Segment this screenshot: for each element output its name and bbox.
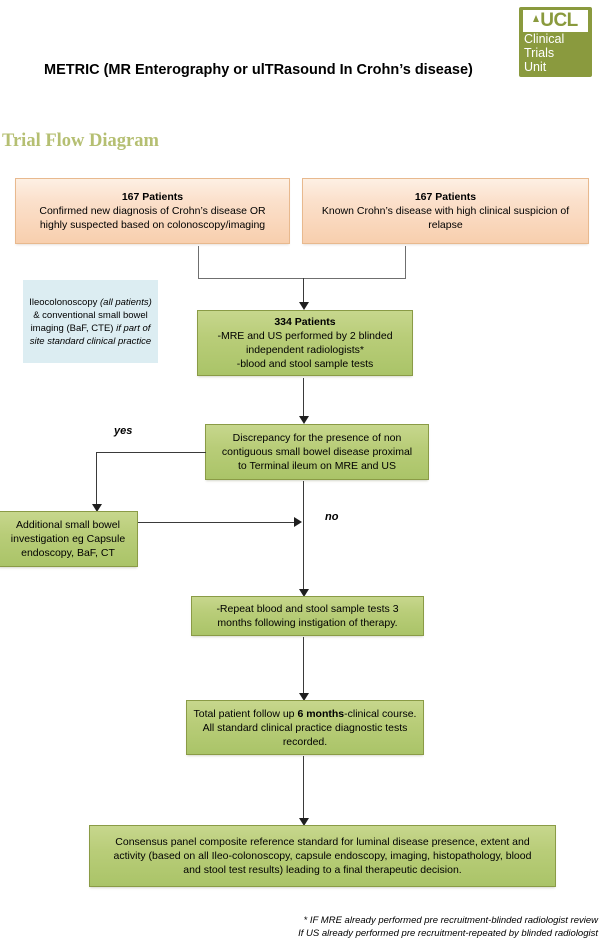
connector-followup-to-consensus: [303, 756, 304, 819]
branch-label-yes: yes: [114, 425, 133, 437]
node-repeat-tests: -Repeat blood and stool sample tests 3 m…: [191, 596, 424, 636]
discrepancy-line-1: Discrepancy for the presence of non: [232, 432, 402, 444]
connector-merge-to-combined: [303, 278, 304, 303]
arrowhead-to-followup: [299, 693, 309, 701]
arrowhead-to-repeat-tests: [299, 589, 309, 597]
ucl-wordmark-text: UCL: [540, 10, 578, 31]
cohort-known-line-2: relapse: [428, 219, 463, 231]
node-cohort-new-diagnosis: 167 Patients Confirmed new diagnosis of …: [15, 178, 290, 244]
footnote: * IF MRE already performed pre recruitme…: [178, 914, 598, 940]
connector-additional-rejoin: [138, 522, 295, 523]
repeat-tests-line-2: months following instigation of therapy.: [217, 617, 398, 629]
discrepancy-line-2: contiguous small bowel disease proximal: [221, 446, 413, 458]
connector-yes-vertical: [96, 452, 97, 506]
node-334-patients: 334 Patients -MRE and US performed by 2 …: [197, 310, 413, 376]
discrepancy-line-3: to Terminal ileum on MRE and US: [238, 460, 396, 472]
connector-combined-to-discrepancy: [303, 378, 304, 417]
cohort-new-heading: 167 Patients: [121, 191, 184, 203]
follow-up-text-part-1: Total patient follow up: [193, 707, 298, 720]
ileocolonoscopy-text-part-4: if part of site standard clinical practi…: [29, 322, 152, 347]
ucl-subtitle-line-1: Clinical: [524, 32, 565, 46]
connector-yes-horizontal: [96, 452, 206, 453]
follow-up-text: Total patient follow up 6 months-clinica…: [193, 707, 417, 749]
ileocolonoscopy-text-part-1: Ileocolonoscopy: [29, 296, 101, 308]
footnote-line-2: If US already performed pre recruitment-…: [298, 928, 598, 939]
ucl-subtitle-line-3: Unit: [524, 60, 547, 74]
combined-line-2: -blood and stool sample tests: [236, 358, 374, 370]
follow-up-text-part-3: -clinical course. All standard clinical …: [202, 707, 417, 748]
combined-line-1: -MRE and US performed by 2 blinded indep…: [217, 330, 393, 356]
node-consensus-panel: Consensus panel composite reference stan…: [89, 825, 556, 887]
connector-repeat-to-followup: [303, 637, 304, 694]
additional-investigation-line-1: Additional small bowel: [16, 519, 120, 531]
arrowhead-to-additional-investigation: [92, 504, 102, 512]
arrowhead-to-consensus: [299, 818, 309, 826]
ucl-logo: UCL Clinical Trials Unit: [519, 7, 592, 77]
consensus-line-1: Consensus panel composite reference stan…: [115, 836, 530, 848]
cohort-known-line-1: Known Crohn’s disease with high clinical…: [321, 205, 570, 217]
connector-cohort-new-down: [198, 246, 199, 279]
ileocolonoscopy-text-part-3: & conventional small bowel imaging (BaF,…: [30, 309, 148, 334]
node-total-follow-up: Total patient follow up 6 months-clinica…: [186, 700, 424, 755]
additional-investigation-line-3: endoscopy, BaF, CT: [21, 547, 115, 559]
ileocolonoscopy-text: Ileocolonoscopy (all patients) & convent…: [29, 296, 152, 348]
arrowhead-rejoin-trunk: [294, 517, 302, 527]
footnote-line-1: * IF MRE already performed pre recruitme…: [303, 915, 598, 926]
node-cohort-known-disease: 167 Patients Known Crohn’s disease with …: [302, 178, 589, 244]
node-ileocolonoscopy: Ileocolonoscopy (all patients) & convent…: [23, 280, 158, 363]
cohort-known-heading: 167 Patients: [414, 191, 477, 203]
ucl-wordmark: UCL: [523, 10, 588, 32]
page-title: METRIC (MR Enterography or ulTRasound In…: [44, 62, 473, 78]
node-additional-investigation: Additional small bowel investigation eg …: [0, 511, 138, 567]
ucl-subtitle-line-2: Trials: [524, 46, 555, 60]
arrowhead-to-combined: [299, 302, 309, 310]
arrowhead-to-discrepancy: [299, 416, 309, 424]
ucl-subtitle: Clinical Trials Unit: [524, 32, 564, 74]
combined-heading: 334 Patients: [274, 316, 336, 328]
connector-no-vertical: [303, 481, 304, 591]
cohort-new-line-1: Confirmed new diagnosis of Crohn’s disea…: [39, 205, 266, 217]
cohort-new-line-2: highly suspected based on colonoscopy/im…: [39, 219, 266, 231]
node-discrepancy-decision: Discrepancy for the presence of non cont…: [205, 424, 429, 480]
consensus-line-3: and stool test results) leading to a fin…: [183, 864, 462, 876]
connector-merge-horizontal: [198, 278, 406, 279]
ileocolonoscopy-text-part-2: (all patients): [100, 296, 152, 308]
consensus-line-2: activity (based on all Ileo-colonoscopy,…: [113, 850, 532, 862]
ucl-triangle-icon: [533, 14, 540, 22]
follow-up-duration: 6 months: [297, 707, 345, 720]
branch-label-no: no: [325, 511, 339, 523]
repeat-tests-line-1: -Repeat blood and stool sample tests 3: [216, 603, 399, 615]
section-heading: Trial Flow Diagram: [2, 131, 159, 151]
connector-cohort-known-down: [405, 246, 406, 279]
additional-investigation-line-2: investigation eg Capsule: [10, 533, 126, 545]
